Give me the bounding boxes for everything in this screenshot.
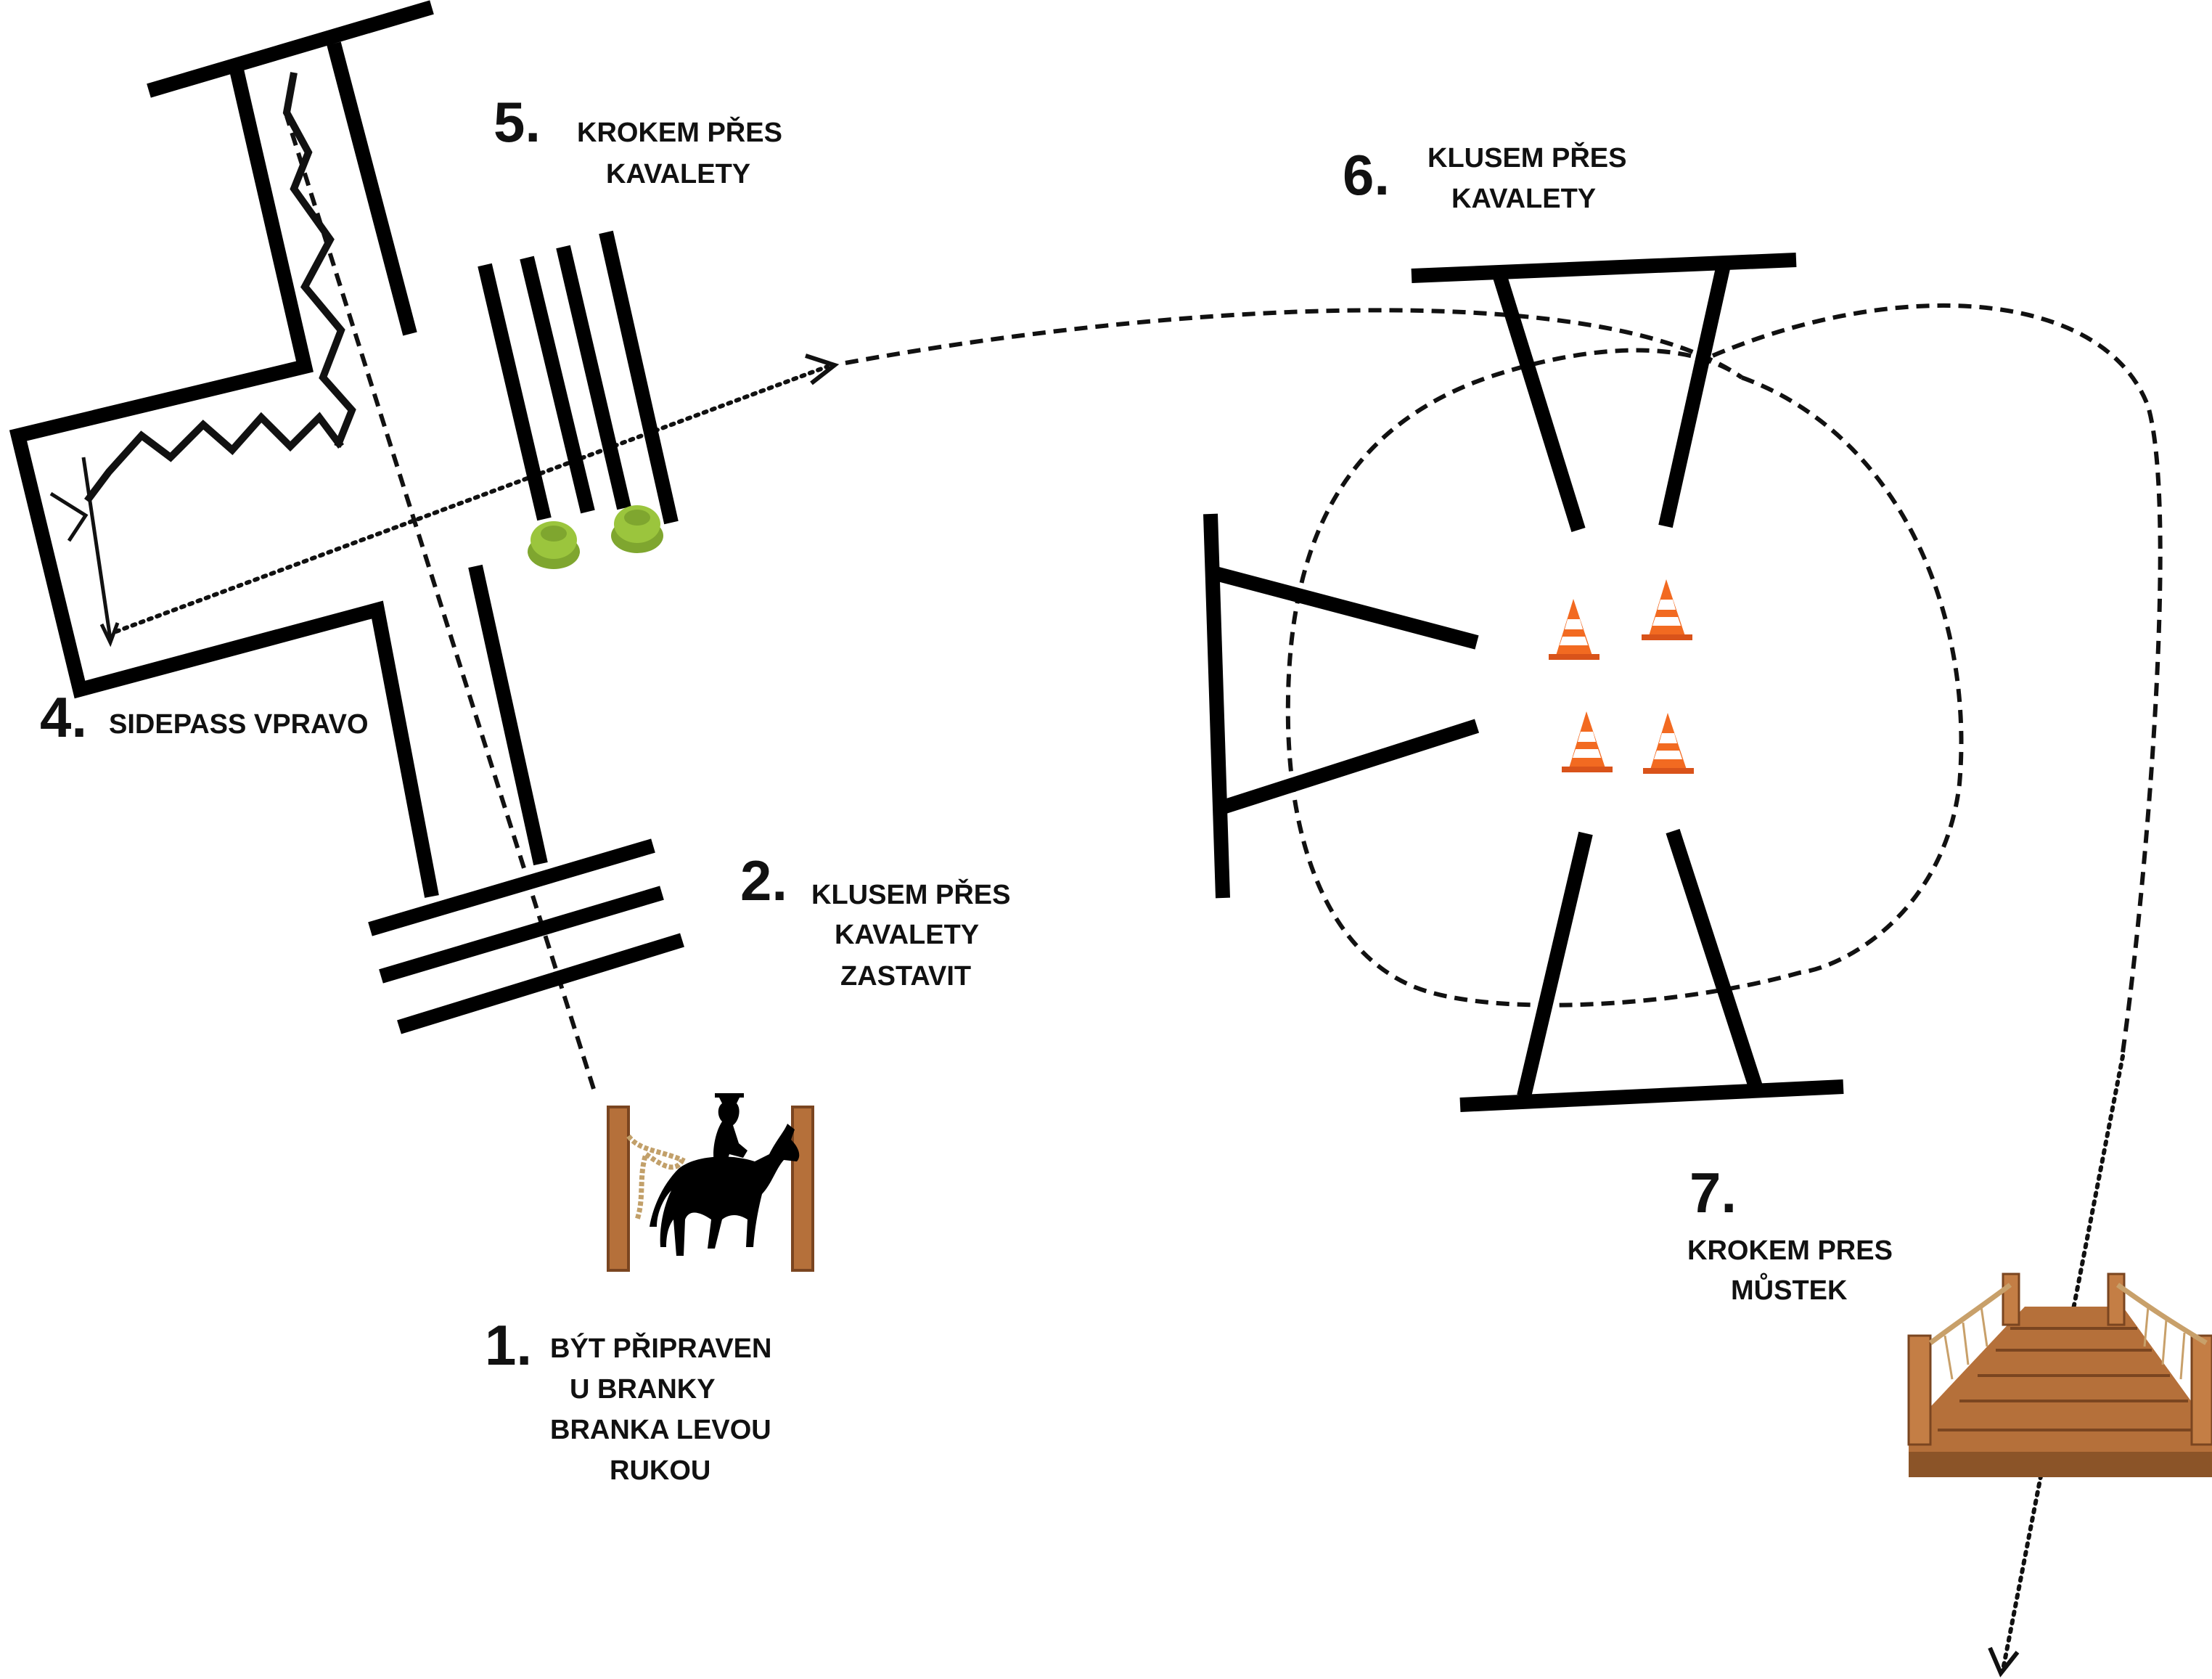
route-curve-to-circle (845, 308, 1743, 380)
arrow-head-2 (1988, 1646, 2020, 1678)
mounting-block-icon (611, 505, 663, 553)
step-text-line: KAVALETY (1451, 184, 1596, 214)
route-gate-to-corridor (284, 115, 596, 1090)
star-top-bar (1411, 253, 1797, 283)
horse-silhouette (650, 1124, 800, 1256)
step-text-line: BÝT PŘIPRAVEN (550, 1332, 771, 1364)
step-number: 7. (1689, 1161, 1737, 1225)
bridge-post (1907, 1334, 1932, 1446)
step-text-line: U BRANKY (570, 1374, 716, 1405)
bridge-post (2107, 1272, 2126, 1326)
rider-silhouette (713, 1096, 747, 1183)
step-number: 6. (1343, 143, 1390, 207)
step-text-line: SIDEPASS VPRAVO (109, 709, 369, 740)
sidepass-arrow-head (99, 622, 120, 648)
label-step-1: 1. BÝT PŘIPRAVEN U BRANKY BRANKA LEVOU R… (485, 1313, 771, 1486)
route-exit-curve (1711, 303, 2163, 1053)
cavaletti-step-2 (368, 838, 684, 1034)
label-step-6: 6. KLUSEM PŘES KAVALETY (1343, 142, 1626, 214)
step-text-line: BRANKA LEVOU (550, 1415, 771, 1445)
step-text-line: MŮSTEK (1731, 1272, 1848, 1306)
step-number: 4. (40, 685, 87, 749)
step-number: 1. (485, 1313, 532, 1377)
gate-post-left (607, 1106, 630, 1272)
gate-rope (626, 1134, 686, 1221)
label-step-5: 5. KROKEM PŘES KAVALETY (493, 90, 782, 189)
cavaletti-pole (520, 256, 595, 514)
bridge-rope-left (1928, 1283, 2012, 1345)
step-text-line: KLUSEM PŘES (1427, 142, 1626, 173)
step-text-line: KROKEM PŘES (577, 116, 782, 148)
corridor-left-wall (9, 65, 439, 898)
traffic-cone-icon (1642, 579, 1692, 640)
corridor-obstacle (9, 0, 548, 898)
star-left-bottom-arm (1220, 719, 1480, 814)
step-text-line: KAVALETY (835, 920, 979, 950)
rope-bridge-icon (1907, 1272, 2212, 1477)
sidepass-zigzag-vertical (282, 72, 356, 448)
bridge-post (2190, 1334, 2212, 1446)
corridor-outer-top (147, 0, 434, 98)
cavaletti-pole (478, 263, 552, 521)
bridge-rope-right (2115, 1283, 2208, 1346)
traffic-cone-icon (1549, 599, 1599, 660)
corridor-inner-wall-top (327, 41, 417, 336)
arrow-head-1 (805, 354, 840, 385)
star-top-right-arm (1658, 263, 1731, 528)
step-text-line: RUKOU (610, 1455, 710, 1486)
sidepass-arrow (81, 457, 112, 640)
gate-post-right (791, 1106, 814, 1272)
step-text-line: KAVALETY (606, 159, 750, 189)
traffic-cone-icon (1643, 713, 1694, 774)
step-text-line: ZASTAVIT (840, 961, 971, 992)
cavaletti-pole (599, 230, 679, 525)
corridor-inner-wall-bottom (468, 564, 548, 866)
label-step-2: 2. KLUSEM PŘES KAVALETY ZASTAVIT (740, 849, 1010, 992)
cavaletti-pole (368, 838, 655, 936)
step-number: 5. (493, 90, 541, 154)
star-left-bar (1203, 513, 1230, 899)
sidepass-arrow-tail (49, 491, 89, 542)
cavaletti-pole (397, 933, 684, 1034)
cavaletti-pole (556, 245, 631, 510)
traffic-cone-icon (1562, 711, 1613, 772)
step-number: 2. (740, 849, 787, 912)
star-left-top-arm (1213, 566, 1479, 650)
mounting-block-icon (528, 521, 580, 569)
route-sidepass-to-cavaletti (114, 364, 830, 634)
star-bottom-bar (1459, 1079, 1844, 1112)
star-bottom-left-arm (1517, 831, 1593, 1098)
star-cavaletti-step-6 (1203, 253, 1844, 1112)
route-circle (1285, 348, 1964, 1008)
label-step-4: 4. SIDEPASS VPRAVO (40, 685, 369, 749)
bridge-deck (1909, 1307, 2212, 1477)
bridge-post (2002, 1272, 2020, 1326)
cavaletti-step-5 (478, 230, 679, 569)
horse-rider-gate-icon (607, 1093, 814, 1272)
star-top-left-arm (1491, 270, 1586, 532)
step-text-line: KROKEM PRES (1687, 1235, 1893, 1266)
sidepass-zigzag-horizontal (84, 412, 344, 503)
cavaletti-pole (379, 886, 664, 984)
cones (1549, 579, 1694, 774)
route-paths (114, 115, 2163, 1678)
star-bottom-right-arm (1666, 828, 1764, 1092)
label-step-7: 7. KROKEM PRES MŮSTEK (1687, 1161, 1893, 1306)
step-text-line: KLUSEM PŘES (811, 878, 1010, 910)
